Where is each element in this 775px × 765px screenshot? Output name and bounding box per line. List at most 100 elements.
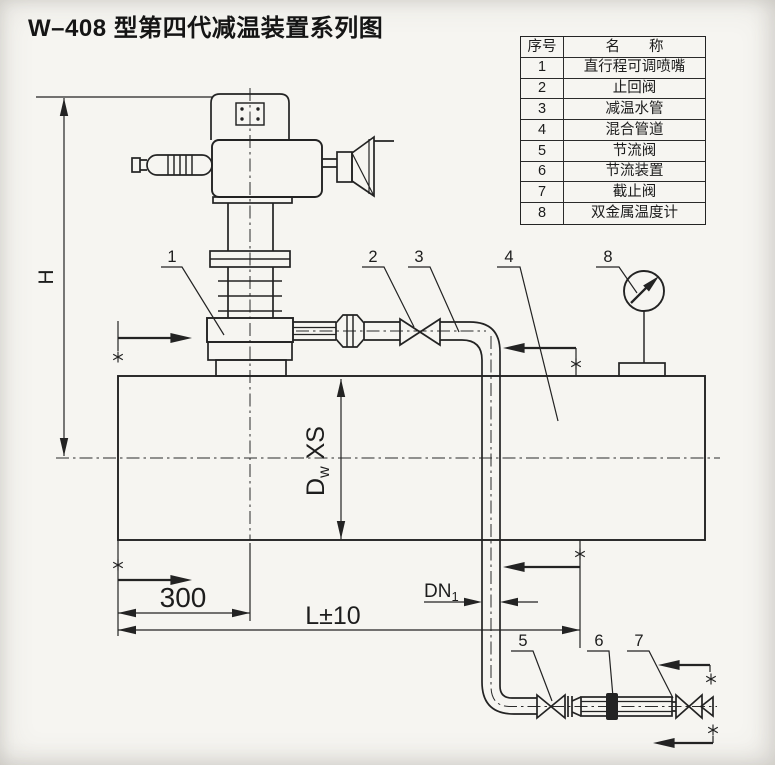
table-cell-name: 节流阀 <box>564 141 705 162</box>
asterisk-marker <box>112 350 124 364</box>
callout-2: 2 <box>368 248 377 266</box>
outlet-pipe <box>293 321 336 341</box>
asterisk-marker <box>705 672 717 686</box>
table-cell-num: 6 <box>521 161 564 183</box>
asterisk-marker <box>570 357 582 371</box>
callout-4: 4 <box>504 248 513 266</box>
flow-markers <box>112 321 719 749</box>
water-line <box>293 314 537 715</box>
union-ribs <box>346 315 354 347</box>
dwxs-arrowhead-top <box>336 379 346 397</box>
table-cell-num: 2 <box>521 78 564 100</box>
dimensions: H DwXS 300 L±10 DN1 <box>35 96 581 648</box>
actuator-assembly <box>131 93 394 377</box>
bottom-right-flow-arrowhead <box>503 561 525 573</box>
throttle-device-bore <box>581 700 672 713</box>
throttle-cone <box>571 696 582 717</box>
screw-dot <box>240 117 244 121</box>
dn1-arrowhead-left <box>464 597 482 607</box>
inlet-flow-arrowhead <box>170 332 192 344</box>
check-valve <box>399 317 441 347</box>
actuator-nameplate <box>235 102 265 126</box>
thermometer-gauge <box>618 270 666 377</box>
callout-leader-6 <box>587 650 614 698</box>
h-arrowhead-bottom <box>59 438 69 456</box>
table-cell-name: 混合管道 <box>564 120 705 141</box>
actuator-base-plate <box>212 196 293 204</box>
dim-length-arrowhead-right <box>562 625 580 635</box>
screw-dot <box>256 117 260 121</box>
h-arrowhead-top <box>59 98 69 116</box>
outlet-flow-arrowhead-lower <box>653 737 675 749</box>
throttle-valve <box>536 693 566 720</box>
handwheel <box>322 135 394 198</box>
pipe-to-check-valve <box>364 321 400 341</box>
handwheel-cone-lines <box>351 139 375 197</box>
asterisk-marker <box>707 723 719 737</box>
mixing-pipe-outline <box>117 375 706 541</box>
cooling-fins <box>218 280 282 312</box>
table-cell-name: 截止阀 <box>564 182 705 204</box>
throttle-train <box>536 693 714 720</box>
actuator-body <box>211 139 323 198</box>
handwheel-hub <box>336 151 353 183</box>
valve-neck-columns <box>227 267 274 318</box>
table-cell-num: 4 <box>521 120 564 141</box>
callout-5: 5 <box>518 632 527 650</box>
throttle-flange-pair <box>567 696 573 717</box>
table-cell-num: 8 <box>521 203 564 224</box>
table-cell-num: 7 <box>521 182 564 204</box>
page-title: W–408 型第四代减温装置系列图 <box>28 15 384 42</box>
callout-1: 1 <box>167 248 176 266</box>
callout-leader-1 <box>161 266 225 336</box>
callouts: 1 2 3 4 8 5 6 7 <box>161 248 674 702</box>
table-cell-num: 1 <box>521 57 564 79</box>
dim-300-label: 300 <box>160 582 207 613</box>
dim-300-arrowhead-left <box>118 608 136 618</box>
parts-table: 序号 名 称 1 直行程可调喷嘴 2 止回阀 3 减温水管 4 混合管道 5 节… <box>520 36 706 225</box>
mixing-pipe <box>117 375 706 541</box>
outlet-pipe-bore <box>293 326 336 336</box>
motor-end-cap <box>131 157 141 173</box>
dim-length-arrowhead-left <box>118 625 136 635</box>
handwheel-cone <box>351 135 375 198</box>
water-pipe-wall-outer <box>440 321 537 699</box>
callout-leader-2 <box>362 266 415 328</box>
screw-dot <box>240 107 244 111</box>
dim-dn1-label: DN1 <box>424 581 459 604</box>
callout-leader-4 <box>497 266 559 422</box>
motor-ribs <box>167 155 193 175</box>
stop-valve <box>675 693 703 720</box>
parts-table-header-name: 名 称 <box>564 37 705 58</box>
callout-7: 7 <box>634 632 643 650</box>
handwheel-stem <box>322 158 337 168</box>
top-right-flow-arrowhead <box>503 342 525 354</box>
dwxs-arrowhead-bottom <box>336 521 346 539</box>
table-cell-name: 双金属温度计 <box>591 205 678 222</box>
callout-leader-8 <box>596 266 638 294</box>
outlet-flow-arrowhead-upper <box>658 659 680 671</box>
dn1-arrowhead-right <box>500 597 518 607</box>
dim-length-label: L±10 <box>305 602 360 630</box>
table-cell-name: 止回阀 <box>564 79 705 100</box>
actuator-top-cap <box>210 93 290 140</box>
motor-handle <box>131 154 213 176</box>
valve-mount-base <box>215 359 287 377</box>
water-pipe-wall-inner <box>440 339 537 715</box>
callout-leader-7 <box>627 650 674 699</box>
table-cell-num: 5 <box>521 140 564 162</box>
callout-3: 3 <box>414 248 423 266</box>
dim-300-arrowhead-right <box>232 608 250 618</box>
dim-h-label: H <box>35 269 58 284</box>
callout-leader-3 <box>408 266 460 333</box>
throttle-orifice-band <box>606 693 618 720</box>
valve-yoke-columns <box>227 203 274 251</box>
table-cell-name: 减温水管 <box>564 99 705 121</box>
callout-6: 6 <box>594 632 603 650</box>
parts-table-header-index: 序号 <box>521 37 564 58</box>
throttle-device-body <box>580 696 673 717</box>
gauge-mount-base <box>618 362 666 377</box>
table-cell-num: 3 <box>521 99 564 121</box>
